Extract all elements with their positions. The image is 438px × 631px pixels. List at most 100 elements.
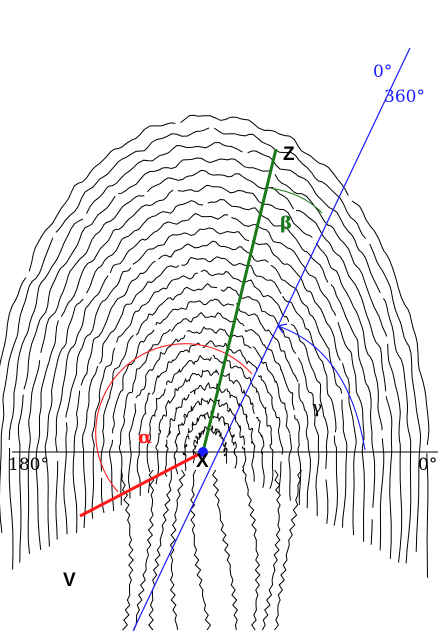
ridge-line [257,375,284,455]
ridge-line [207,198,329,283]
point-x-label: X [196,451,209,472]
ridge-line [173,432,180,475]
ridge-line [255,416,265,488]
v-ray-line [79,450,204,518]
ridge-line [250,428,256,482]
ridge-line [146,388,166,473]
ridge-line [261,469,281,631]
point-v-label: V [63,570,76,591]
one-eighty-degree-label: 180° [8,455,49,475]
ridge-line [209,424,222,439]
ridge-line [147,478,151,493]
ridge-line [35,320,59,550]
ridge-line [80,260,156,386]
ridge-line [23,195,116,390]
ridge-line [40,195,145,353]
ridge-line [0,237,54,534]
ridge-line [118,157,272,195]
ridge-line [132,227,250,265]
ridge-line [182,433,190,471]
ridge-line [189,469,212,631]
ridge-line [169,469,186,631]
ridge-line [200,269,290,322]
beta-angle-arc [269,187,323,214]
ridge-line [164,439,169,477]
ridge-line [351,200,430,446]
ridge-line [118,418,126,506]
ridge-line [55,275,109,452]
ridge-line [220,286,297,354]
ridge-line [86,200,204,294]
ridge-line [180,114,349,196]
ridge-line [155,449,160,485]
ridge-line [81,366,99,529]
ridge-line [385,396,393,559]
z-ray-line [201,148,278,453]
ridge-line [426,453,429,578]
ridge-line [148,469,172,631]
ridge-line [341,399,348,528]
ridge-line [198,397,229,409]
ridge-line [387,343,403,563]
ridge-line [72,390,81,534]
ridge-line [214,127,366,239]
ridge-line [44,298,84,547]
ridge-line [241,446,247,473]
ridge-line [251,240,341,361]
ridge-line [379,438,385,551]
ridge-line [99,265,180,364]
ridge-line [333,435,339,526]
ridge-line [220,372,255,415]
ridge-line [109,439,115,511]
ridge-line [120,469,134,631]
alpha-label: α [138,427,152,448]
zero-degree-label-top: 0° [373,62,392,82]
ridge-line [282,295,337,433]
ridge-line [8,218,84,441]
gamma-angle-arc [277,325,366,451]
ridge-line [147,169,294,210]
ridge-line [91,347,116,519]
reference-axis-line [132,47,411,631]
ridge-line [186,326,252,349]
ridge-line [17,394,24,563]
ridge-line [60,189,174,317]
ridge-line [166,354,212,386]
ridge-line [330,284,376,508]
ridge-line [236,303,299,383]
ridge-line [223,421,237,455]
ridge-line [8,447,14,570]
ridge-line [290,323,329,470]
ridge-line [116,272,198,343]
ridge-line [231,216,337,316]
ridge-line [369,243,422,552]
ridge-line [296,209,387,392]
ridge-line [177,368,220,392]
ridge-line [109,213,229,274]
zero-degree-label-right: 0° [418,455,437,475]
ridge-line [274,469,303,631]
beta-label: β [280,213,292,234]
ridge-line [226,388,253,431]
point-z-label: Z [283,144,295,165]
ridge-line [294,414,302,505]
three-sixty-degree-label: 360° [384,87,425,107]
ridge-line [177,400,200,435]
fingerprint-ridges [0,114,430,631]
ridge-line [123,329,171,419]
ridge-line [270,264,343,394]
ridge-line [0,277,27,368]
ridge-line [100,334,134,472]
ridge-line [325,479,329,524]
ridge-line [337,322,365,542]
ridge-line [370,519,373,545]
center-point-x [198,447,208,457]
ridge-line [278,461,282,493]
ridge-line [342,363,357,536]
ridge-line [177,184,313,238]
ridge-line [202,340,258,372]
gamma-label: γ [312,398,322,418]
ridge-line [155,388,178,451]
ridge-line [133,469,155,631]
ridge-line [135,334,186,399]
